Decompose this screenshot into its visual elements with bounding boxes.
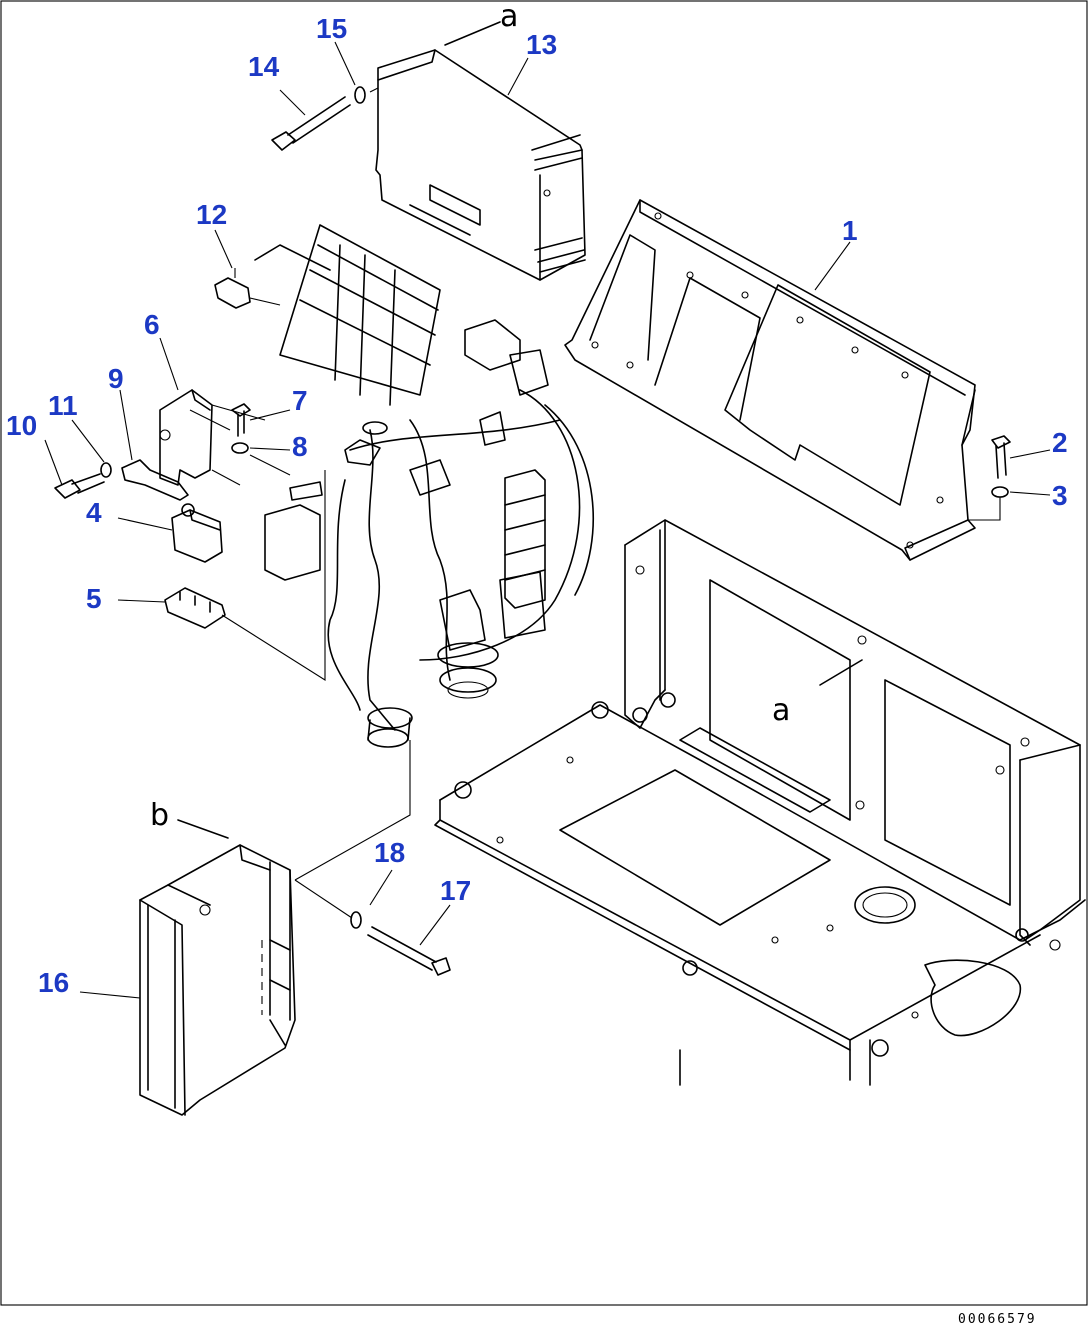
relay-unit-4 [171, 503, 223, 563]
callout-14: 14 [248, 51, 280, 82]
wiring-harness [254, 224, 595, 748]
callout-13: 13 [526, 29, 557, 60]
view-arrow-a-mid [819, 659, 863, 686]
washer-15 [354, 86, 366, 104]
callout-5: 5 [86, 583, 102, 614]
view-marker-a-mid: a [772, 693, 790, 728]
view-arrow-b [177, 819, 229, 839]
controller-16 [139, 844, 296, 1116]
callout-6: 6 [144, 309, 160, 340]
long-bolt-14 [271, 96, 351, 151]
controller-box-13 [375, 49, 586, 281]
socket-5 [164, 587, 226, 629]
view-marker-a-top: a [500, 0, 518, 34]
washer-3 [991, 486, 1009, 498]
clamp-9 [121, 459, 189, 501]
callout-9: 9 [108, 363, 124, 394]
callout-7: 7 [292, 385, 308, 416]
screw-7 [231, 403, 251, 437]
callout-1: 1 [842, 215, 858, 246]
cab-base-frame [434, 519, 1086, 1086]
washer-8 [231, 442, 249, 454]
bolt-2 [991, 435, 1011, 479]
callout-3: 3 [1052, 480, 1068, 511]
callout-17: 17 [440, 875, 471, 906]
bolt-10 [54, 473, 105, 499]
bolt-17 [367, 926, 451, 976]
view-marker-b: b [150, 798, 169, 833]
washer-11 [100, 462, 112, 478]
callout-18: 18 [374, 837, 405, 868]
bracket-panel-1 [564, 199, 976, 561]
callout-2: 2 [1052, 427, 1068, 458]
callout-16: 16 [38, 967, 69, 998]
drawing-code: 00066579 [958, 1312, 1037, 1327]
relay-12 [214, 277, 251, 309]
view-arrow-a-top [444, 21, 501, 46]
callout-8: 8 [292, 431, 308, 462]
washer-18 [350, 911, 362, 929]
cover-bracket-6 [159, 389, 213, 486]
callout-11: 11 [48, 390, 78, 421]
callout-10: 10 [6, 410, 37, 441]
callout-12: 12 [196, 199, 227, 230]
callout-15: 15 [316, 13, 347, 44]
callout-4: 4 [86, 497, 102, 528]
